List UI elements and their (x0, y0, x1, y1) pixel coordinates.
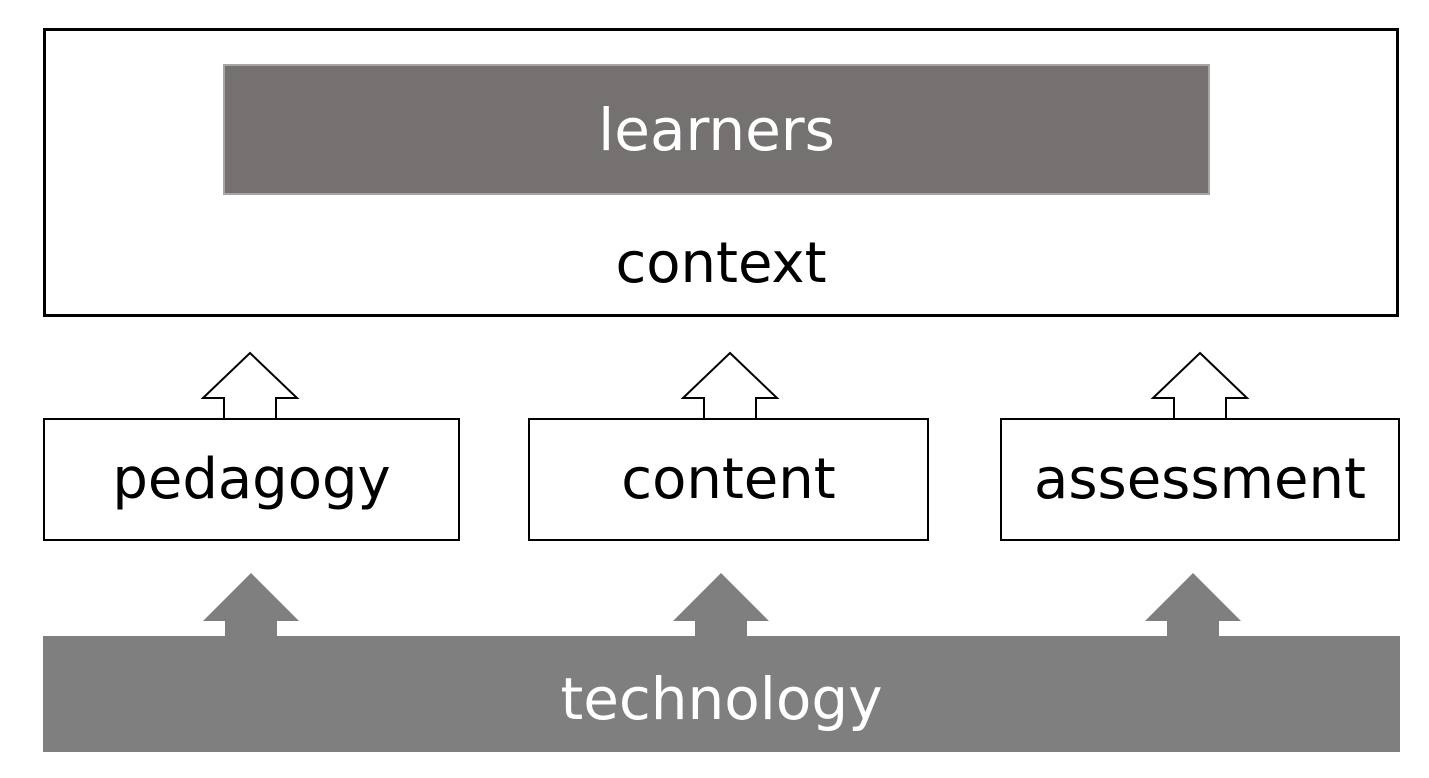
learners-label: learners (598, 95, 835, 164)
pillar-assessment-label: assessment (1034, 447, 1366, 512)
up-arrow-filled-icon (1145, 573, 1241, 641)
up-arrow-outline-icon (1150, 351, 1250, 420)
up-arrow-outline-icon (680, 351, 780, 420)
up-arrow-outline-icon (200, 351, 300, 420)
technology-label: technology (560, 665, 883, 733)
pillar-pedagogy: pedagogy (43, 418, 460, 541)
pillar-content-label: content (621, 447, 836, 512)
up-arrow-filled-icon (203, 573, 299, 641)
learners-box: learners (223, 64, 1210, 195)
technology-bar: technology (43, 636, 1400, 752)
pillar-assessment: assessment (1000, 418, 1400, 541)
context-label: context (615, 230, 827, 296)
pillar-pedagogy-label: pedagogy (112, 447, 391, 512)
up-arrow-filled-icon (673, 573, 769, 641)
pillar-content: content (528, 418, 929, 541)
context-label-wrap: context (43, 228, 1399, 298)
